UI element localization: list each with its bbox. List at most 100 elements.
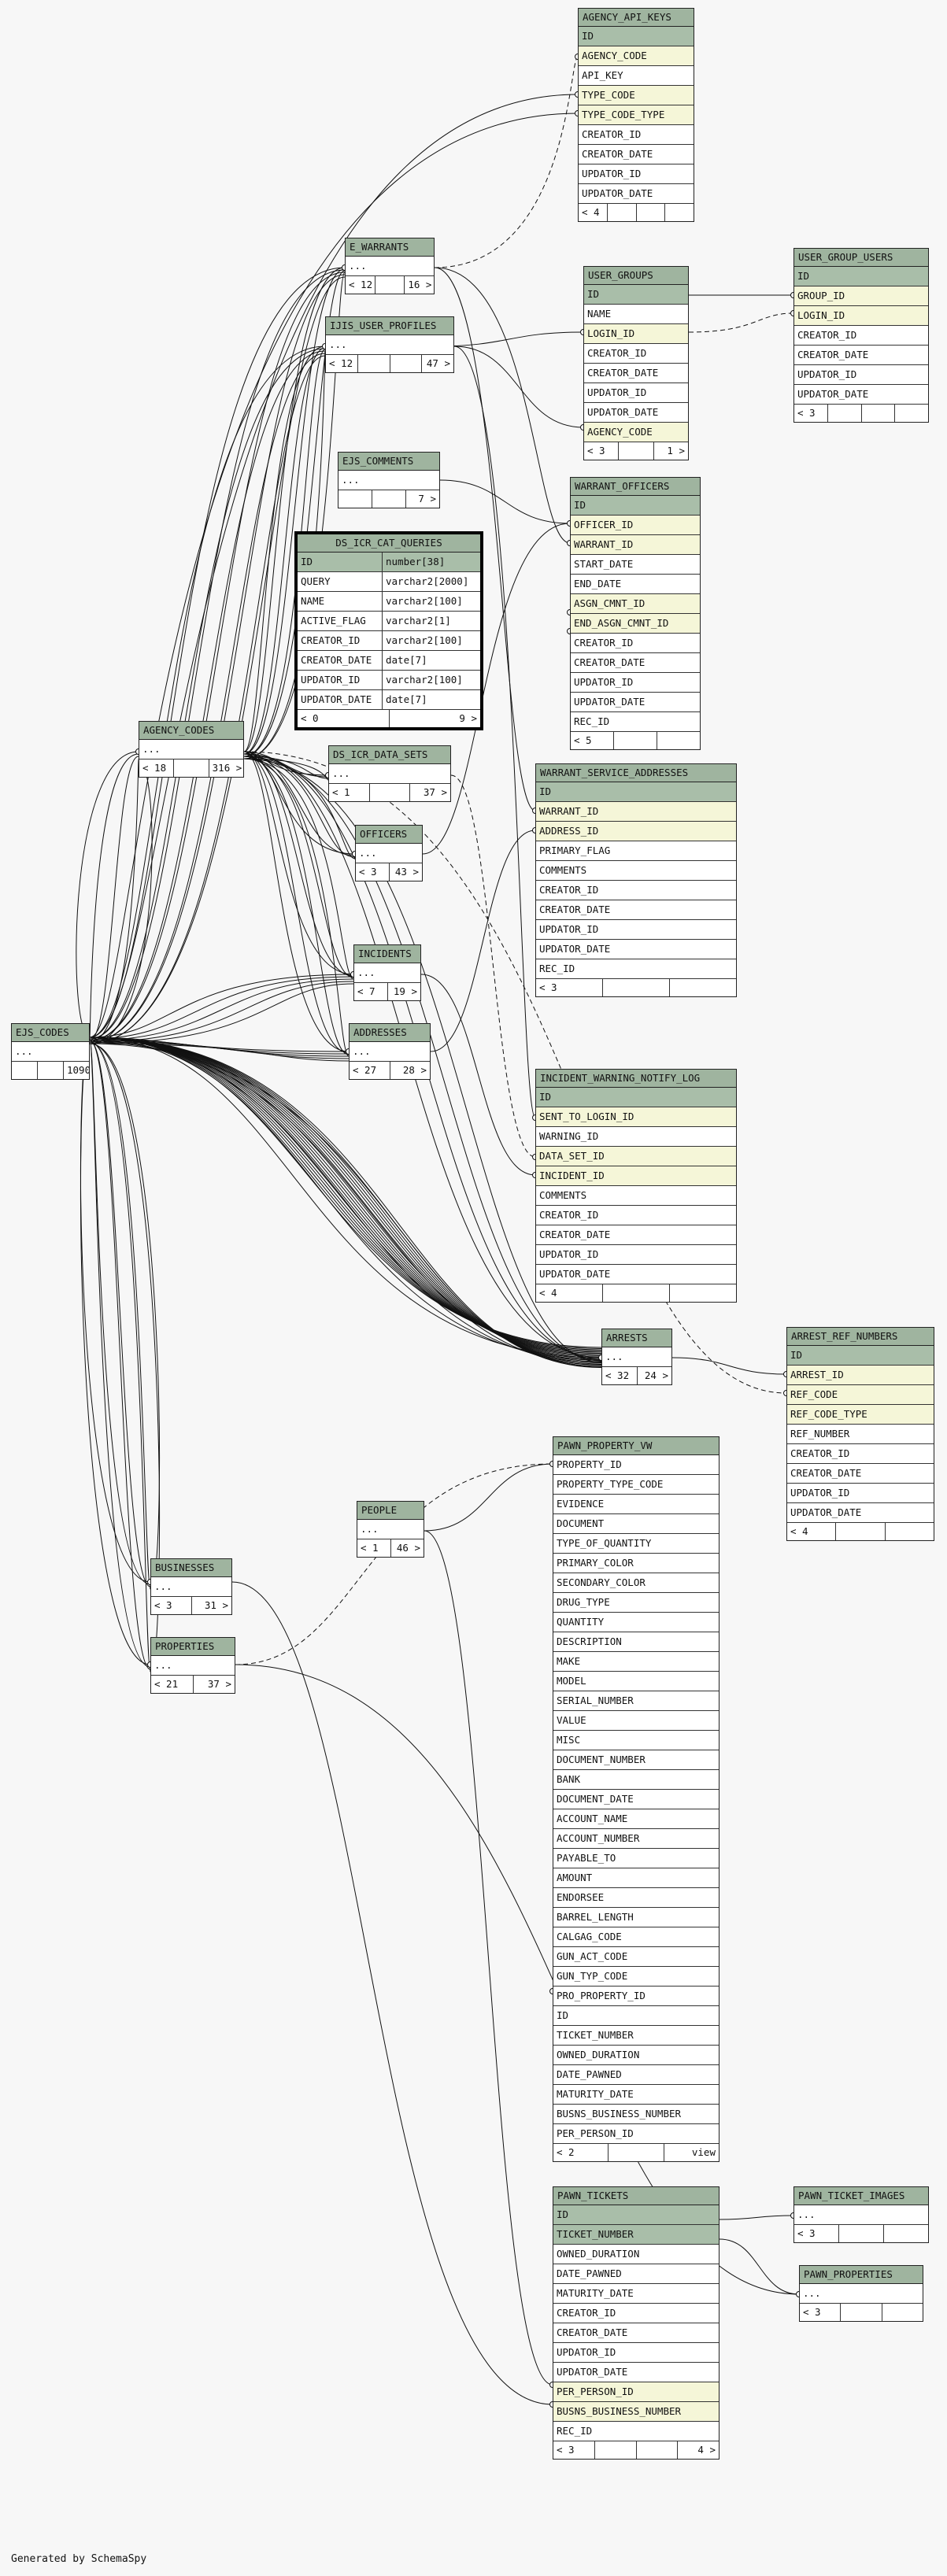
column-name: OFFICER_ID (574, 519, 634, 530)
column-name: UPDATOR_ID (539, 1248, 599, 1260)
relationship-line (450, 774, 536, 1158)
table-column-row: ID (571, 496, 700, 516)
footer-count: < 4 (579, 204, 608, 221)
table-title[interactable]: ARRESTS (602, 1329, 671, 1347)
relationship-line (243, 756, 329, 779)
table-column-row: PAYABLE_TO (553, 1849, 719, 1868)
relationship-line (420, 974, 536, 1176)
table-title[interactable]: E_WARRANTS (346, 238, 434, 257)
footer-count (603, 1284, 670, 1302)
column-name: GUN_TYP_CODE (557, 1970, 628, 1982)
table-title[interactable]: IJIS_USER_PROFILES (326, 317, 453, 335)
column-name: COMMENTS (539, 864, 587, 876)
relationship-line (243, 267, 346, 752)
table-title[interactable]: PEOPLE (357, 1502, 424, 1520)
footer-count (828, 405, 862, 422)
table-column-row: UPDATOR_ID (571, 673, 700, 693)
table-column-row: CREATOR_ID (787, 1444, 934, 1464)
footer-count: < 7 (354, 983, 388, 1000)
table-title[interactable]: AGENCY_CODES (139, 722, 243, 740)
footer-count (895, 405, 928, 422)
relationship-line (243, 753, 350, 1054)
table-title[interactable]: PROPERTIES (151, 1638, 235, 1656)
column-name: ID (790, 1349, 803, 1361)
footer-count: < 2 (553, 2144, 609, 2161)
table-pawn-ticket-images[interactable]: PAWN_TICKET_IMAGES...< 3 (793, 2186, 929, 2243)
relationship-line (439, 479, 571, 524)
table-title[interactable]: PAWN_TICKET_IMAGES (794, 2187, 928, 2205)
column-name: INCIDENT_ID (539, 1170, 605, 1181)
table-title[interactable]: USER_GROUPS (584, 267, 688, 285)
column-name: UPDATOR_ID (539, 923, 599, 935)
column-name: COMMENTS (539, 1189, 587, 1201)
column-name: AGENCY_CODE (582, 50, 647, 61)
table-title[interactable]: PAWN_TICKETS (553, 2187, 719, 2205)
table-title[interactable]: WARRANT_SERVICE_ADDRESSES (536, 764, 736, 782)
column-name: DOCUMENT_NUMBER (557, 1754, 646, 1765)
table-title[interactable]: DS_ICR_DATA_SETS (329, 746, 450, 764)
table-ejs-codes[interactable]: EJS_CODES...1090 > (11, 1023, 90, 1080)
relationship-line (243, 751, 329, 776)
table-column-row: PRO_PROPERTY_ID (553, 1987, 719, 2006)
table-title[interactable]: PAWN_PROPERTIES (800, 2266, 923, 2284)
table-column-row: WARRANT_ID (571, 535, 700, 555)
table-pawn-properties[interactable]: PAWN_PROPERTIES...< 3 (799, 2265, 923, 2322)
relationship-line (89, 274, 346, 1043)
footer-count (595, 2441, 637, 2459)
table-title[interactable]: INCIDENT_WARNING_NOTIFY_LOG (536, 1070, 736, 1088)
table-title[interactable]: AGENCY_API_KEYS (579, 9, 694, 27)
table-column-row: UPDATOR_ID (536, 920, 736, 940)
table-title[interactable]: BUSINESSES (151, 1559, 231, 1577)
footer-count: < 12 (346, 276, 375, 294)
table-title[interactable]: INCIDENTS (354, 945, 420, 963)
table-title[interactable]: WARRANT_OFFICERS (571, 478, 700, 496)
table-column-row: ID (553, 2205, 719, 2225)
table-title[interactable]: ADDRESSES (350, 1024, 430, 1042)
footer-count: < 4 (787, 1523, 837, 1540)
table-title[interactable]: EJS_COMMENTS (338, 453, 439, 471)
relationship-line (434, 267, 536, 811)
table-title[interactable]: DS_ICR_CAT_QUERIES (298, 534, 480, 553)
footer-count (614, 732, 657, 749)
footer-count: 1 > (667, 445, 685, 456)
table-title[interactable]: ARREST_REF_NUMBERS (787, 1328, 934, 1346)
column-name: API_KEY (582, 69, 623, 81)
table-title[interactable]: USER_GROUP_USERS (794, 249, 928, 267)
table-column-row: BUSNS_BUSINESS_NUMBER (553, 2402, 719, 2422)
relationship-line (89, 758, 139, 1043)
table-column-row: GUN_TYP_CODE (553, 1967, 719, 1987)
table-column-row: SECONDARY_COLOR (553, 1573, 719, 1593)
table-column-row: UPDATOR_ID (553, 2343, 719, 2363)
relationship-line (89, 1037, 602, 1358)
relationship-line (89, 1041, 151, 1590)
table-title[interactable]: EJS_CODES (12, 1024, 89, 1042)
table-title[interactable]: OFFICERS (356, 826, 422, 844)
table-ejs-comments[interactable]: EJS_COMMENTS...7 > (338, 452, 440, 508)
table-footer: < 5 (571, 732, 700, 749)
footer-count: < 3 (794, 2225, 839, 2242)
table-column-row: PER_PERSON_ID (553, 2382, 719, 2402)
table-title[interactable]: PAWN_PROPERTY_VW (553, 1437, 719, 1455)
